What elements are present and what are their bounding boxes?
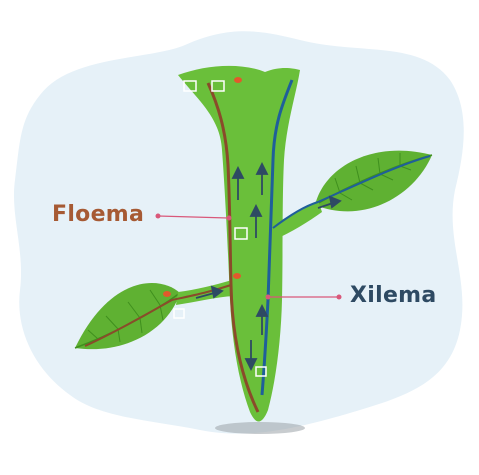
sugar-molecule-icon — [234, 77, 242, 83]
sugar-molecule-icon — [233, 273, 241, 279]
ground-shadow — [215, 422, 305, 434]
xylem-label: Xilema — [350, 283, 437, 308]
phloem-label: Floema — [52, 202, 144, 227]
sugar-molecule-icon — [163, 291, 171, 297]
